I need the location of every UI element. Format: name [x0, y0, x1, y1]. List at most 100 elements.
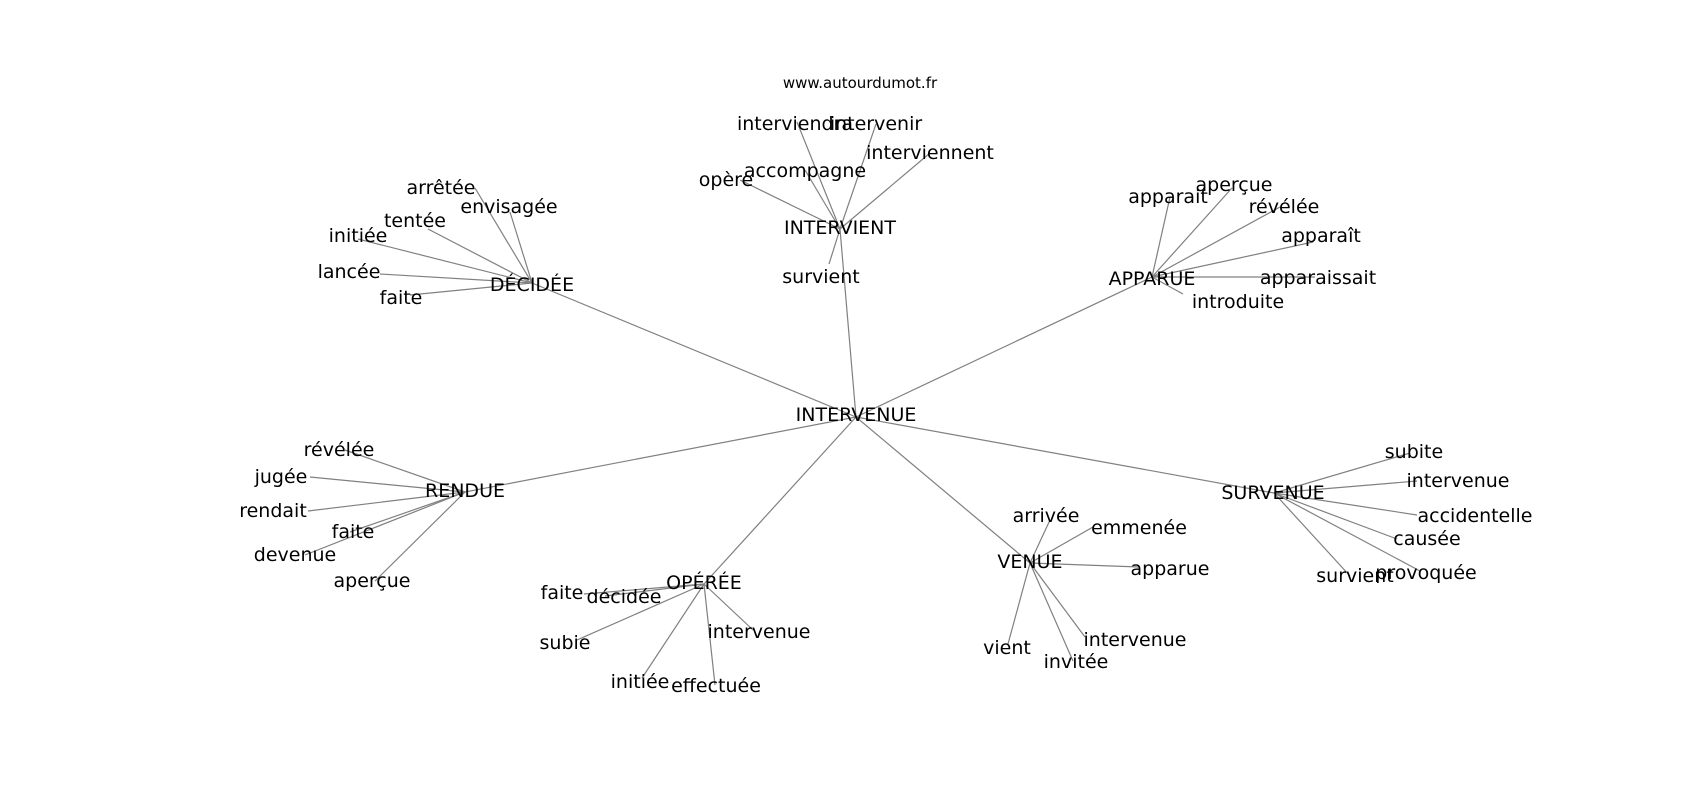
edge-venue-leaf: [1007, 562, 1031, 645]
leaf-node-label: subie: [540, 632, 591, 654]
edge-survenue-leaf: [1273, 452, 1411, 494]
leaf-node-label: invitée: [1044, 651, 1109, 673]
leaf-node-label: initiée: [611, 671, 670, 693]
leaf-node-label: aperçue: [334, 570, 411, 592]
leaf-node-label: aperçue: [1196, 174, 1273, 196]
leaf-node-label: devenue: [254, 544, 336, 566]
leaf-node-label: apparaissait: [1260, 267, 1376, 289]
edge-operee-leaf: [703, 583, 716, 686]
hub-node-label-intervient: INTERVIENT: [784, 217, 896, 239]
edge-rendue-leaf: [344, 449, 466, 493]
leaf-node-label: faite: [332, 521, 375, 543]
edge-center-survenue: [855, 416, 1275, 494]
edge-apparue-leaf: [1151, 241, 1314, 278]
edge-operee-leaf: [576, 583, 705, 641]
edge-center-operee: [703, 416, 857, 585]
edge-decidee-leaf: [427, 228, 533, 284]
leaf-node-label: apparait: [1128, 186, 1208, 208]
edge-decidee-leaf: [474, 187, 533, 284]
edge-venue-leaf: [1029, 526, 1094, 564]
edge-venue-leaf: [1029, 562, 1086, 638]
edge-operee-leaf: [604, 583, 705, 597]
leaf-node-label: décidée: [587, 586, 662, 608]
edge-intervient-leaf: [804, 169, 841, 230]
edge-intervient-leaf: [739, 179, 841, 230]
leaf-node-label: révélée: [1249, 196, 1320, 218]
edge-center-decidee: [531, 282, 857, 418]
hub-node-label-rendue: RENDUE: [425, 480, 505, 502]
edge-center-rendue: [464, 416, 857, 493]
leaf-node-label: intervenue: [708, 621, 811, 643]
edge-rendue-leaf: [309, 476, 466, 493]
hub-node-label-apparue: APPARUE: [1109, 268, 1196, 290]
edge-operee-leaf: [641, 583, 705, 679]
edge-survenue-leaf: [1273, 492, 1398, 540]
leaf-node-label: jugée: [254, 466, 308, 488]
edge-survenue-leaf: [1273, 492, 1421, 572]
labels-layer: INTERVENUEDÉCIDÉEarrêtéeenvisagéetentéei…: [239, 113, 1532, 697]
edge-decidee-leaf: [509, 211, 533, 284]
source-url: www.autourdumot.fr: [783, 74, 938, 92]
leaf-node-label: tentée: [384, 210, 446, 232]
leaf-node-label: intervenue: [1407, 470, 1510, 492]
leaf-node-label: révélée: [304, 439, 375, 461]
edge-venue-leaf: [1029, 519, 1051, 564]
edge-rendue-leaf: [349, 491, 466, 533]
hub-node-label-decidee: DÉCIDÉE: [490, 273, 574, 296]
edge-apparue-leaf: [1151, 196, 1171, 278]
edge-venue-leaf: [1029, 562, 1074, 662]
edge-intervient-leaf: [839, 123, 877, 230]
edge-apparue-leaf: [1151, 206, 1281, 278]
edge-rendue-leaf: [374, 491, 466, 582]
edge-operee-leaf: [703, 583, 754, 631]
edge-operee-leaf: [583, 583, 705, 595]
edge-apparue-leaf: [1151, 187, 1233, 278]
leaf-node-label: introduite: [1192, 291, 1284, 313]
leaf-node-label: survient: [782, 266, 859, 288]
leaf-node-label: apparue: [1131, 558, 1210, 580]
edge-apparue-leaf: [1151, 276, 1184, 295]
center-node-label: INTERVENUE: [796, 404, 917, 426]
edges-layer: [304, 121, 1421, 686]
leaf-node-label: effectuée: [671, 675, 761, 697]
hub-node-label-operee: OPÉRÉE: [666, 571, 742, 594]
leaf-node-label: faite: [380, 287, 423, 309]
edge-rendue-leaf: [307, 491, 466, 512]
leaf-node-label: causée: [1393, 528, 1460, 550]
leaf-node-label: subite: [1385, 441, 1443, 463]
edge-intervient-leaf: [796, 121, 841, 230]
edge-decidee-leaf: [379, 273, 533, 284]
leaf-node-label: accompagne: [744, 160, 866, 182]
leaf-node-label: intervenir: [830, 113, 923, 135]
edge-intervient-leaf: [828, 228, 841, 265]
leaf-node-label: survient: [1316, 565, 1393, 587]
leaf-node-label: envisagée: [460, 196, 557, 218]
leaf-node-label: opère: [699, 169, 753, 191]
leaf-node-label: arrêtée: [406, 177, 475, 199]
hub-node-label-survenue: SURVENUE: [1221, 482, 1324, 504]
leaf-node-label: emmenée: [1091, 517, 1187, 539]
hub-node-label-venue: VENUE: [997, 551, 1062, 573]
edge-center-venue: [855, 416, 1031, 564]
leaf-node-label: apparaît: [1281, 225, 1361, 247]
leaf-node-label: rendait: [239, 500, 307, 522]
edge-rendue-leaf: [304, 491, 466, 556]
leaf-node-label: faite: [541, 582, 584, 604]
edge-survenue-leaf: [1273, 492, 1351, 577]
edge-decidee-leaf: [357, 238, 533, 284]
leaf-node-label: interviennent: [866, 142, 994, 164]
leaf-node-label: provoquée: [1375, 562, 1476, 584]
edge-venue-leaf: [1029, 562, 1140, 568]
leaf-node-label: initiée: [329, 225, 388, 247]
leaf-node-label: interviendra: [737, 113, 853, 135]
edge-center-apparue: [855, 276, 1153, 418]
leaf-node-label: accidentelle: [1418, 505, 1533, 527]
leaf-node-label: vient: [983, 637, 1031, 659]
edge-intervient-leaf: [839, 152, 931, 230]
leaf-node-label: arrivée: [1013, 505, 1080, 527]
edge-survenue-leaf: [1273, 492, 1418, 516]
leaf-node-label: lancée: [318, 261, 381, 283]
leaf-node-label: intervenue: [1084, 629, 1187, 651]
edge-center-intervient: [839, 228, 857, 418]
